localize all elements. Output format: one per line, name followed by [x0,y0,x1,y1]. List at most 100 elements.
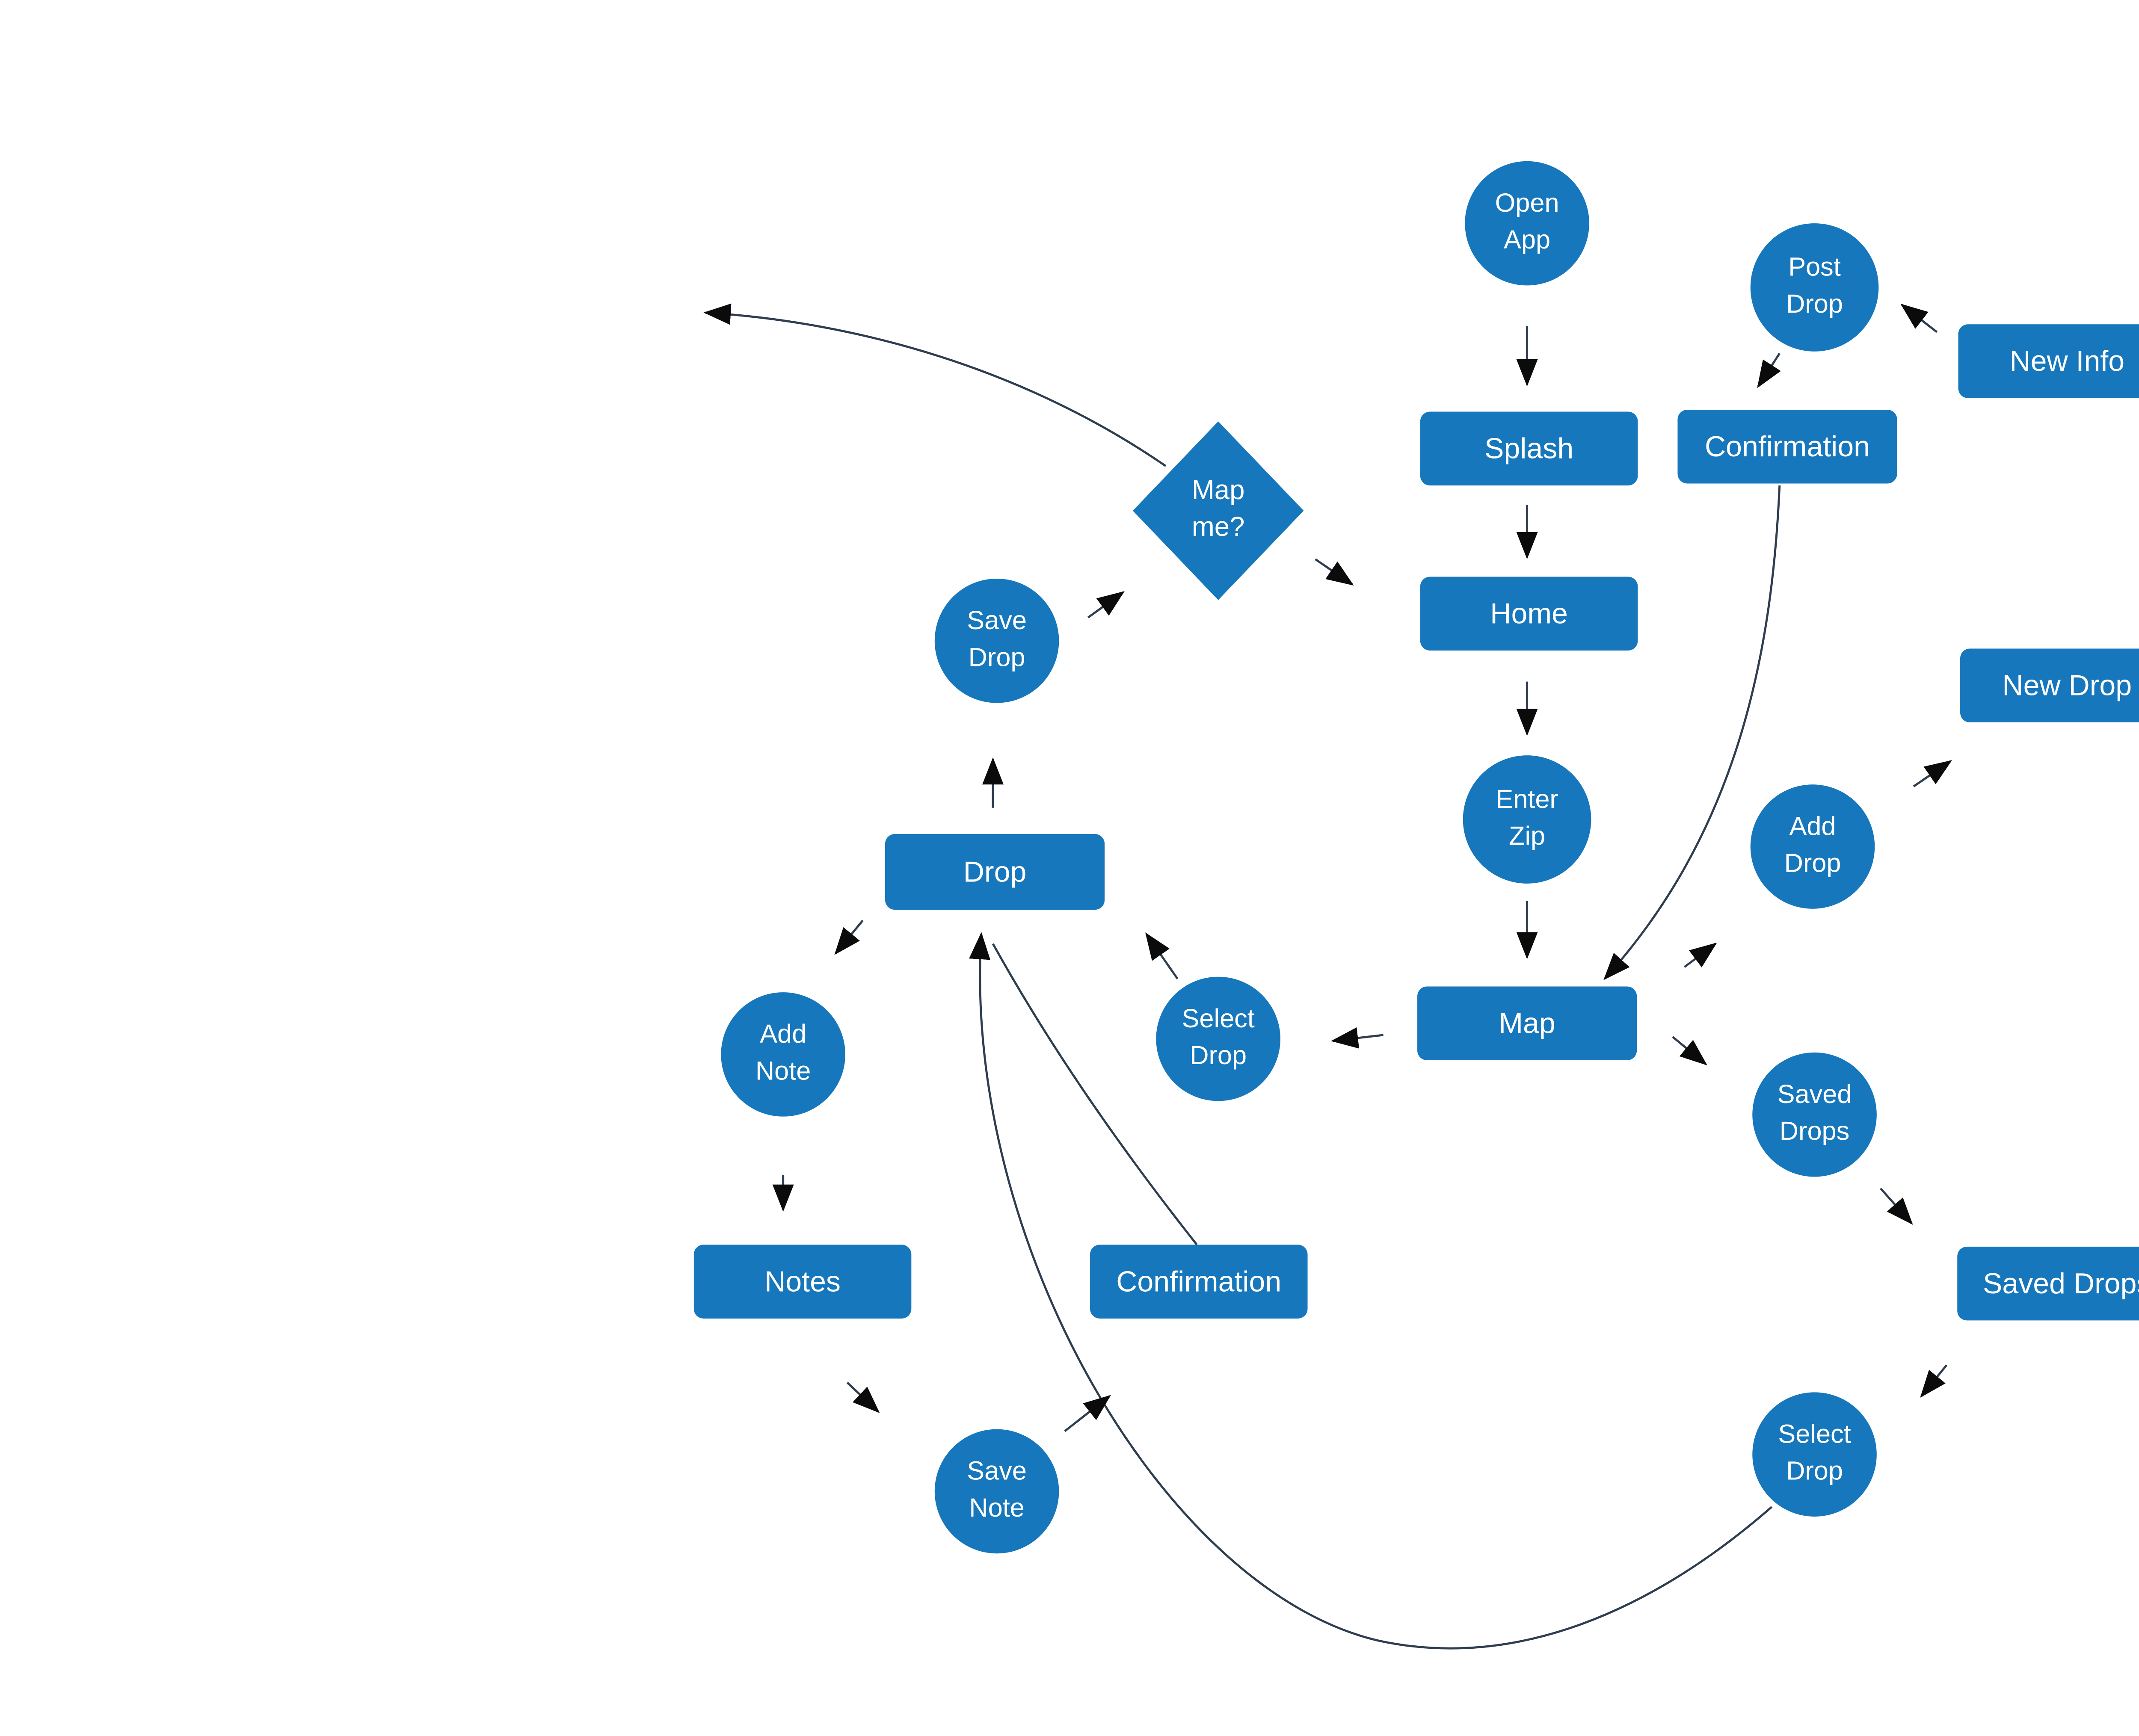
node-home: Home [1420,577,1638,651]
enter-zip-label-line-1: Zip [1509,821,1545,850]
edge-select-drop-1-drop [1145,932,1179,979]
drop-rect-shape [885,834,1105,910]
saved-drops-rect-rect-shape [1957,1246,2139,1321]
node-confirmation-2: Confirmation [1090,1245,1308,1319]
home-rect-shape [1420,577,1638,651]
open-app-label-line-1: App [1504,225,1550,254]
new-drop-rect-shape [1960,648,2139,722]
node-notes: Notes [693,1245,912,1319]
edge-map-me-offpage [703,303,1167,467]
splash-label-line-0: Splash [1484,432,1573,465]
splash-rect-shape [1420,411,1638,486]
saved-drops-rect-label-line-0: Saved Drops [1983,1267,2139,1300]
node-map: Map [1417,986,1637,1060]
edge-save-drop-map-me [1087,591,1125,618]
node-confirmation-top: Confirmation [1677,409,1897,484]
open-app-label-line-0: Open [1495,188,1559,217]
select-drop-2-label-line-1: Drop [1786,1456,1843,1485]
edge-select-drop-2-drop [969,932,1773,1650]
node-drop: Drop [885,834,1105,910]
post-drop-label-line-0: Post [1788,252,1841,281]
notes-rect-shape [693,1245,912,1319]
post-drop-label-line-1: Drop [1786,289,1843,318]
save-note-label-line-1: Note [969,1493,1024,1522]
edge-new-info-post-drop [1900,304,1938,333]
map-me-diamond-shape [1132,421,1304,600]
select-drop-1-label-line-0: Select [1182,1004,1255,1033]
map-rect-shape [1417,986,1637,1060]
edge-save-note-confirmation-2 [1064,1395,1111,1432]
edge-map-select-drop-1 [1331,1027,1384,1049]
select-drop-2-circle-shape [1752,1392,1877,1517]
edge-map-me-home [1315,558,1354,586]
saved-drops-circle-circle-shape [1752,1052,1877,1177]
confirmation-2-label: Confirmation [1116,1265,1281,1298]
add-note-label-line-0: Add [760,1019,806,1048]
new-info-rect-shape [1958,324,2139,398]
new-info-label: New Info [2009,345,2124,377]
home-label-line-0: Home [1490,597,1568,630]
new-drop-label-line-0: New Drop [2002,669,2132,701]
select-drop-2-label-line-0: Select [1778,1419,1851,1448]
saved-drops-circle-label-line-1: Drops [1780,1116,1849,1145]
node-new-info: New Info [1958,324,2139,398]
drop-label: Drop [963,855,1027,888]
new-info-label-line-0: New Info [2009,345,2124,377]
save-drop-label-line-0: Save [967,606,1027,635]
edge-notes-save-note [846,1381,880,1413]
notes-label: Notes [764,1265,841,1298]
edge-map-saved-drops-circle [1672,1036,1707,1065]
edge-saved-drops-circle-rect [1880,1187,1913,1225]
edge-post-drop-confirmation-top [1757,352,1781,388]
save-drop-circle-shape [934,579,1059,703]
edge-add-drop-new-drop [1913,760,1952,787]
confirmation-top-rect-shape [1677,409,1897,484]
node-splash: Splash [1420,411,1638,486]
map-label: Map [1499,1007,1555,1039]
edge-map-add-drop [1683,942,1717,968]
add-drop-label-line-0: Add [1789,811,1836,840]
splash-label: Splash [1484,432,1573,465]
save-note-label-line-0: Save [967,1456,1027,1485]
saved-drops-rect-label: Saved Drops [1983,1267,2139,1300]
add-note-label-line-1: Note [755,1056,811,1085]
save-note-circle-shape [934,1429,1059,1554]
confirmation-2-rect-shape [1090,1245,1308,1319]
node-new-drop: New Drop [1960,648,2139,722]
edge-confirmation-top-map [1603,485,1781,980]
select-drop-1-label-line-1: Drop [1190,1041,1247,1070]
select-drop-1-circle-shape [1156,976,1280,1101]
confirmation-top-label-line-0: Confirmation [1705,430,1870,463]
add-drop-label-line-1: Drop [1784,849,1841,878]
new-drop-label: New Drop [2002,669,2132,701]
edge-saved-drops-rect-select-drop-2 [1920,1364,1948,1398]
notes-label-line-0: Notes [764,1265,841,1298]
map-label-line-0: Map [1499,1007,1555,1039]
add-note-circle-shape [721,992,845,1117]
save-drop-label-line-1: Drop [969,642,1025,671]
open-app-circle-shape [1465,161,1589,286]
